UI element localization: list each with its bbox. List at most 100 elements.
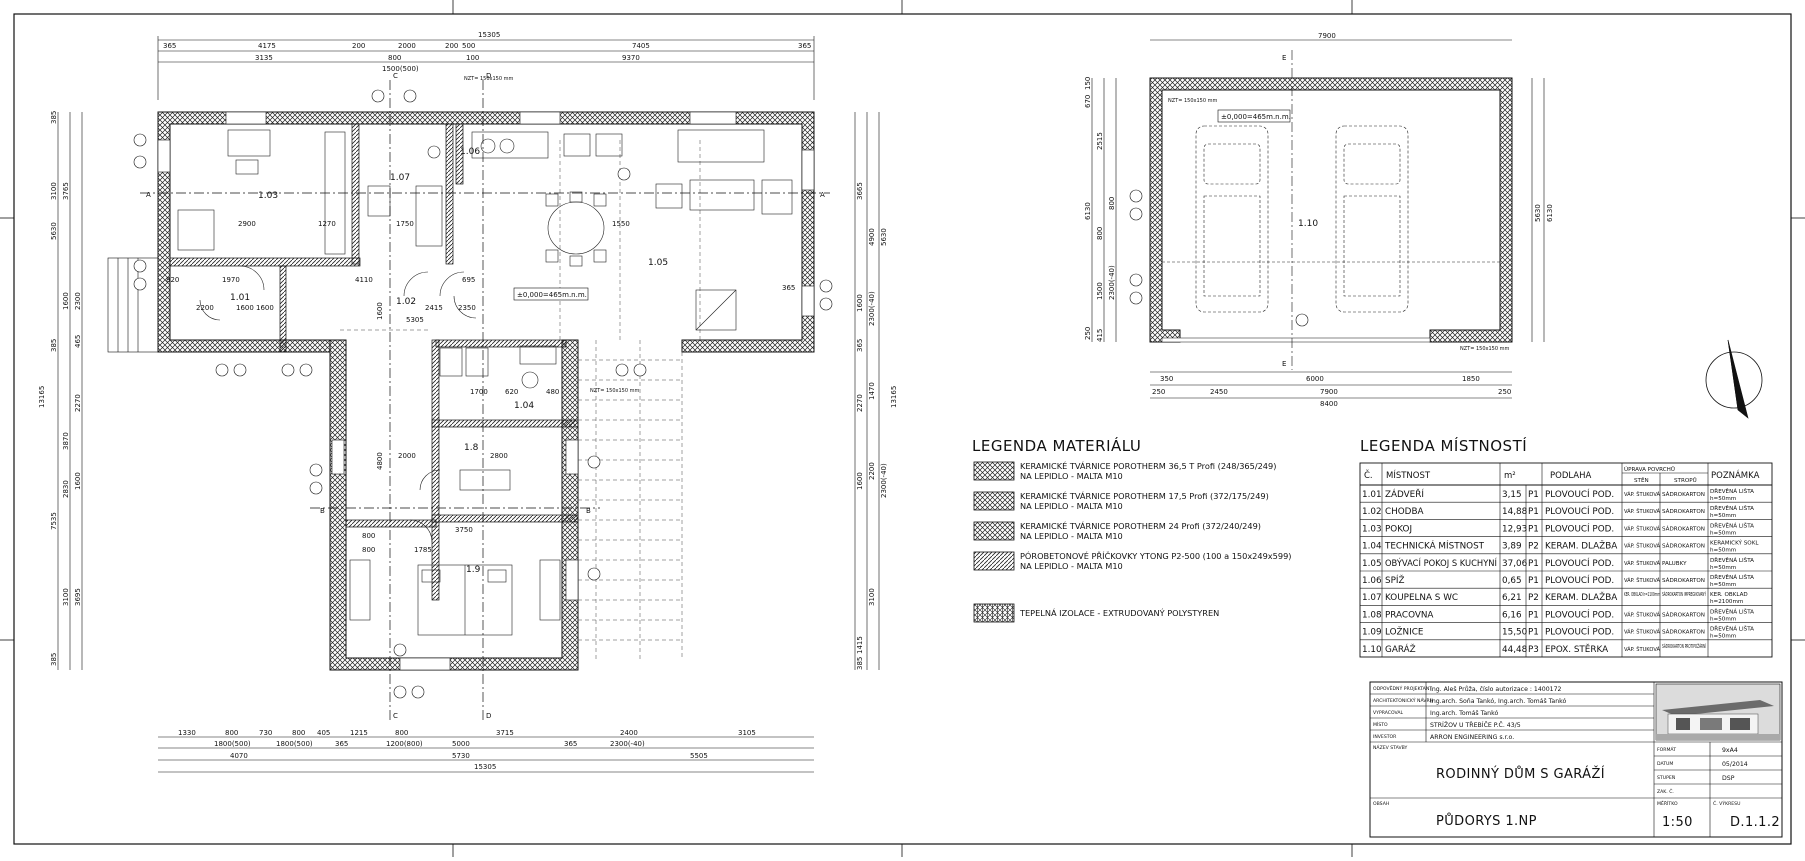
dim-top-1-5: 500 [462, 42, 475, 50]
inner-dim-10: 2800 [490, 452, 508, 460]
room-table-header-ceiling: STROPŮ [1674, 477, 1697, 484]
legend-item-2-line1: KERAMICKÉ TVÁRNICE POROTHERM 24 Profi (3… [1020, 520, 1261, 531]
garage-dim-b2-0: 250 [1152, 388, 1165, 396]
inner-dim-17: 2350 [458, 304, 476, 312]
room-cell-name: TECHNICKÁ MÍSTNOST [1384, 540, 1485, 552]
dim-top-total: 15305 [478, 31, 500, 39]
main-top-dims: 365 4175 200 2000 200 500 7405 365 3135 … [163, 31, 811, 73]
room-cell-p: P1 [1528, 524, 1539, 534]
dim-bottom-1-3: 800 [292, 729, 305, 737]
garage-dim-top: 7900 [1318, 32, 1336, 40]
room-cell-note: DŘEVĚNÁ LIŠTA [1710, 556, 1754, 564]
room-cell-floor: PLOVOUCÍ POD. [1545, 505, 1614, 517]
dim-top-1-7: 365 [798, 42, 811, 50]
room-cell-c: 1.05 [1362, 559, 1382, 569]
dim-bottom-2-0: 1800(500) [214, 740, 251, 748]
dim-left-14: 3100 [62, 588, 70, 606]
room-cell-wall: VÁP. ŠTUKOVÁ [1624, 543, 1660, 550]
inner-dim-13: 480 [546, 388, 559, 396]
main-note-0: NZT= 150x150 mm [464, 76, 514, 82]
axis-c-top: C [393, 72, 398, 80]
inner-dim-9: 3750 [455, 526, 473, 534]
axis-labels: A A B B C C D D [146, 72, 825, 720]
dim-bottom-1-0: 1330 [178, 729, 196, 737]
axis-d-top: D [486, 72, 491, 80]
garage-dim-b2-2: 7900 [1320, 388, 1338, 396]
inner-dim-14: 800 [362, 546, 375, 554]
legend-swatch-ytong [973, 551, 1015, 571]
legend-item-1-line2: NA LEPIDLO - MALTA M10 [1020, 501, 1123, 511]
dim-left-12: 2830 [62, 480, 70, 498]
room-cell-note-height: h=50mm [1710, 513, 1736, 519]
title-block-label: ODPOVĚDNÝ PROJEKTANT [1373, 684, 1432, 692]
garage-cars [1162, 125, 1500, 313]
room-cell-name: ZÁDVEŘÍ [1385, 488, 1424, 500]
room-cell-p: P1 [1528, 610, 1539, 620]
dim-right-9: 1600 [856, 472, 864, 490]
main-plan-outer-wall [157, 111, 815, 353]
room-cell-area: 37,06 [1502, 559, 1528, 569]
dim-bottom-3-1: 5730 [452, 752, 470, 760]
inner-dim-16: 1600 [236, 304, 254, 312]
room-cell-p: P2 [1528, 542, 1539, 552]
garage-dim-l-3: 6130 [1084, 202, 1092, 220]
dim-right-5: 365 [856, 339, 864, 352]
room-table-header-area: m² [1504, 471, 1516, 481]
legend-item-2-line2: NA LEPIDLO - MALTA M10 [1020, 531, 1123, 541]
room-cell-floor: KERAM. DLAŽBA [1545, 591, 1617, 603]
room-label-1-04: 1.04 [514, 401, 534, 411]
room-table-header-note: POZNÁMKA [1711, 469, 1760, 481]
dim-top-2-0: 3135 [255, 54, 273, 62]
meta-value: DSP [1722, 775, 1735, 782]
room-table-header-c: Č. [1364, 469, 1373, 481]
obsah-name: PŮDORYS 1.NP [1436, 813, 1537, 829]
garage-dim-l-5: 800 [1096, 227, 1104, 240]
room-cell-note: DŘEVĚNÁ LIŠTA [1710, 607, 1754, 615]
room-cell-c: 1.06 [1362, 576, 1382, 586]
dim-bottom-3-0: 4070 [230, 752, 248, 760]
section-lines [140, 80, 830, 720]
garage-dim-bottom-total: 8400 [1320, 400, 1338, 408]
garage-axis-bottom: E [1282, 360, 1286, 368]
room-cell-ceiling: SÁDROKARTON [1662, 491, 1705, 498]
dim-bottom-total: 15305 [474, 763, 496, 771]
inner-dim-3: 1970 [222, 276, 240, 284]
room-label-1-02: 1.02 [396, 297, 416, 307]
inner-dim-11: 1700 [470, 388, 488, 396]
room-cell-note: DŘEVĚNÁ LIŠTA [1710, 625, 1754, 633]
inner-dim-20: 800 [362, 532, 375, 540]
opening-markers [133, 89, 833, 699]
axis-a-right: A [820, 191, 825, 199]
axis-a-left: A [146, 191, 151, 199]
main-notes: NZT= 150x150 mm NZT= 150x150 mm [464, 76, 640, 394]
dim-left-16: 385 [50, 653, 58, 666]
room-cell-ceiling: SÁDROKARTON IMPREGNOVANÝ [1662, 591, 1706, 598]
main-level-text: ±0,000=465m.n.m. [517, 291, 587, 299]
room-label-1-8: 1.8 [464, 443, 479, 453]
dim-bottom-2-1: 1800(500) [276, 740, 313, 748]
room-cell-c: 1.08 [1362, 610, 1382, 620]
axis-b-right: B [586, 507, 591, 515]
inner-dim-0: 2900 [238, 220, 256, 228]
entry-terrace [107, 257, 159, 353]
inner-dim-4: 4110 [355, 276, 373, 284]
title-block-label: VYPRACOVAL [1373, 710, 1404, 716]
dim-right-14: 385 [856, 657, 864, 670]
room-cell-floor: EPOX. STĚRKA [1545, 643, 1608, 655]
door-swings [199, 265, 477, 543]
room-cell-area: 44,48 [1502, 645, 1527, 655]
room-cell-c: 1.09 [1362, 628, 1382, 638]
dim-left-6: 465 [74, 335, 82, 348]
garage-dims: 7900 350 6000 1850 250 2450 7900 250 840… [1084, 32, 1554, 408]
room-cell-note-height: h=50mm [1710, 616, 1736, 622]
title-block-label: MÍSTO [1373, 721, 1388, 728]
room-cell-wall: VÁP. ŠTUKOVÁ [1624, 646, 1660, 653]
room-cell-note: DŘEVĚNÁ LIŠTA [1710, 487, 1754, 495]
room-cell-area: 0,65 [1502, 576, 1522, 586]
dim-left-5: 2300 [74, 292, 82, 310]
